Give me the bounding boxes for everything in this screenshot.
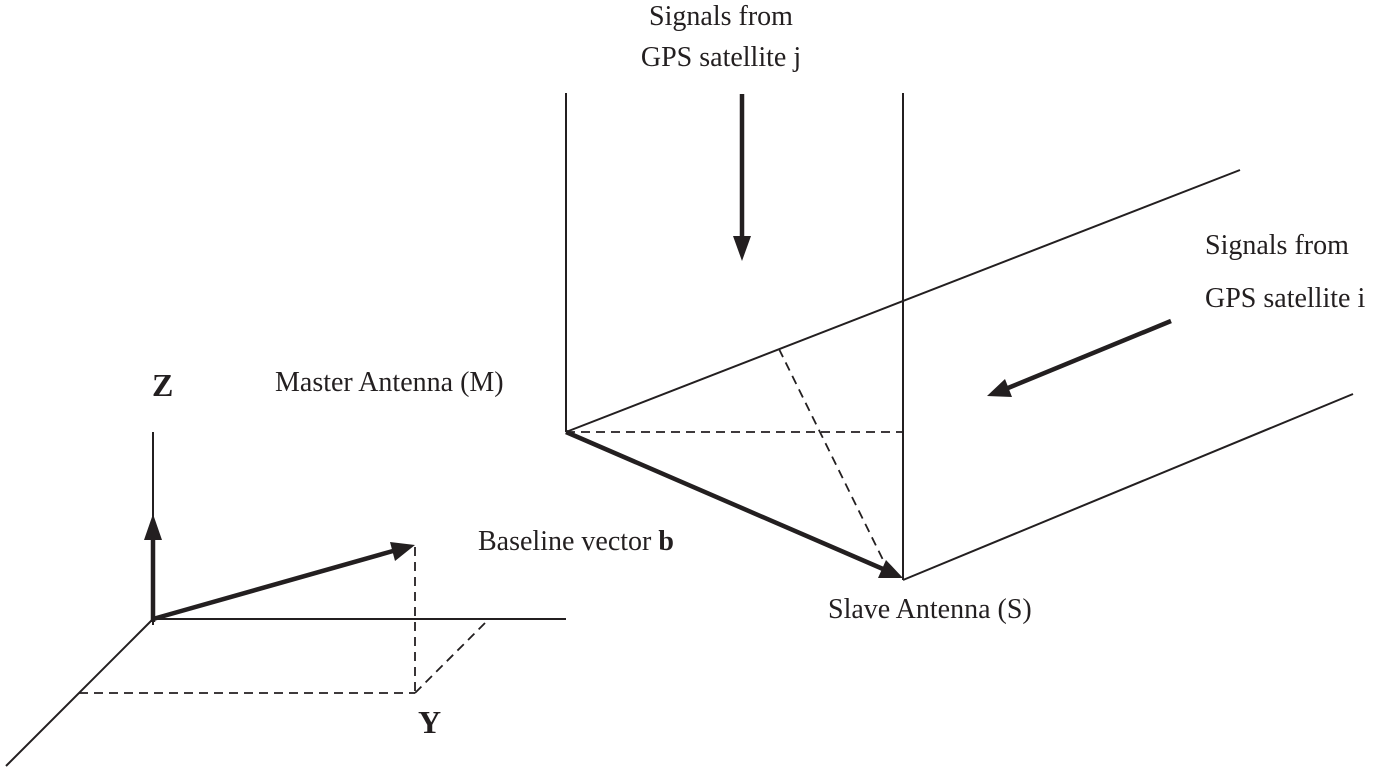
baseline-vector-shaft xyxy=(565,429,884,572)
signal-i-arrow-head xyxy=(987,379,1012,397)
signal-plane-upper-oblique xyxy=(565,169,1241,433)
axis-z-label: Z xyxy=(152,367,173,403)
master-antenna-label: Master Antenna (M) xyxy=(275,367,504,398)
signal-plane-lower-oblique xyxy=(902,393,1354,581)
baseline-label-prefix: Baseline vector xyxy=(478,526,658,557)
baseline-vector-head xyxy=(878,560,903,578)
axis-y-label: Y xyxy=(418,704,441,740)
signal-i-label-line1: Signals from xyxy=(1205,230,1349,261)
signal-j-arrow-head xyxy=(733,236,751,261)
signal-j-label-line2: GPS satellite j xyxy=(641,42,801,73)
baseline-vector-label: Baseline vector b xyxy=(478,526,674,557)
signal-j-label-line1: Signals from xyxy=(649,1,793,32)
frame-baseline-shaft xyxy=(152,548,394,622)
signal-i-label-line2: GPS satellite i xyxy=(1205,283,1365,314)
slave-antenna-label: Slave Antenna (S) xyxy=(828,594,1032,625)
frame-baseline-head xyxy=(390,542,415,561)
frame-dashed-diagonal xyxy=(414,618,490,694)
projection-dashed-diagonal xyxy=(778,348,890,573)
baseline-label-symbol: b xyxy=(658,526,674,557)
signal-i-arrow-shaft xyxy=(1007,318,1172,391)
z-arrow-head xyxy=(144,514,162,540)
